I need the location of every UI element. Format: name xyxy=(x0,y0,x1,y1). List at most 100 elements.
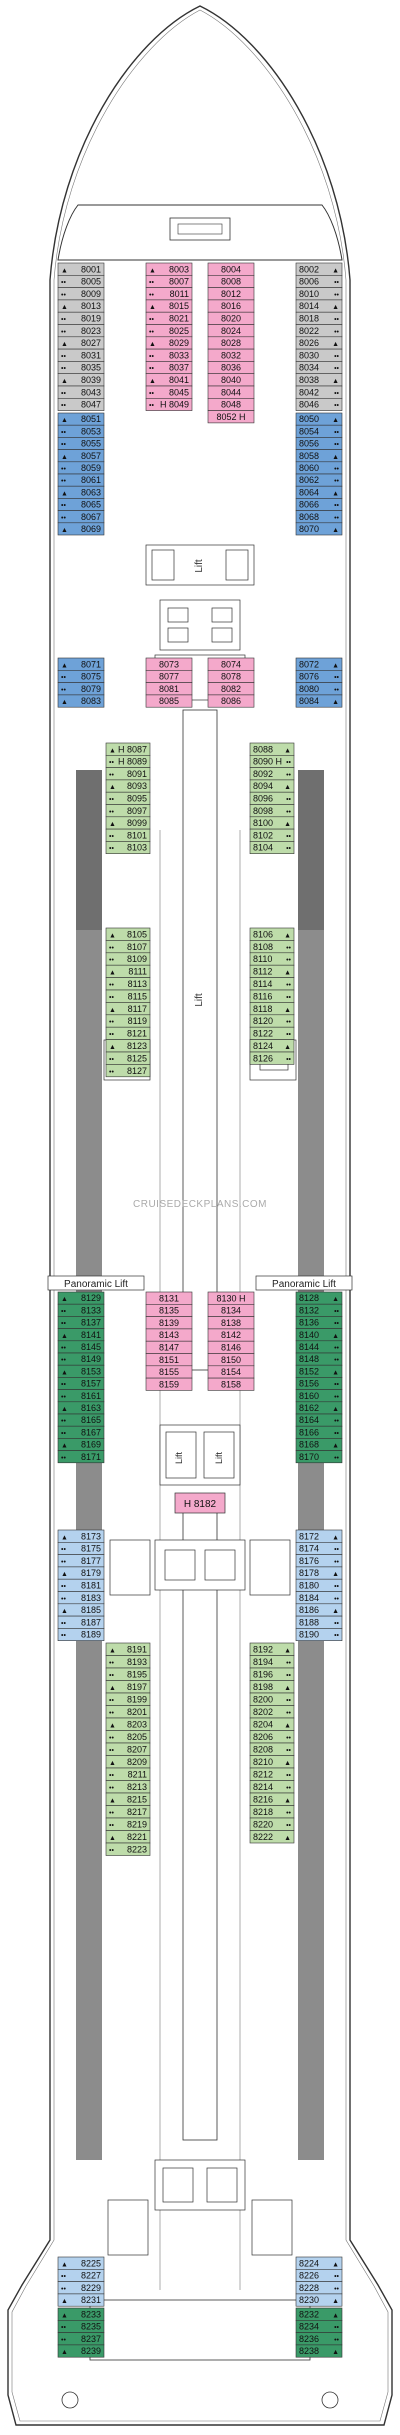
cabin-8086[interactable]: 8086 xyxy=(207,694,255,708)
cabin-8064[interactable]: ▲8064 xyxy=(295,485,343,499)
cabin-8117[interactable]: ▲8117 xyxy=(105,1002,151,1016)
cabin-8060[interactable]: ••8060 xyxy=(295,461,343,475)
cabin-8170[interactable]: ••8170 xyxy=(295,1450,343,1464)
cabin-8138[interactable]: 8138 xyxy=(207,1316,255,1330)
cabin-8016[interactable]: 8016 xyxy=(207,299,255,313)
cabin-8232[interactable]: ▲8232 xyxy=(295,2307,343,2321)
cabin-8206[interactable]: ••8206 xyxy=(249,1730,295,1744)
cabin-8070[interactable]: ▲8070 xyxy=(295,522,343,536)
cabin-8091[interactable]: ••8091 xyxy=(105,767,151,781)
cabin-8181[interactable]: ••8181 xyxy=(57,1578,105,1592)
cabin-8103[interactable]: ••8103 xyxy=(105,841,151,855)
cabin-8148[interactable]: ••8148 xyxy=(295,1352,343,1366)
cabin-8123[interactable]: ▲8123 xyxy=(105,1039,151,1053)
cabin-8125[interactable]: ••8125 xyxy=(105,1051,151,1065)
cabin-8223[interactable]: ••8223 xyxy=(105,1842,151,1856)
cabin-8088[interactable]: ▲8088 xyxy=(249,742,295,756)
cabin-8066[interactable]: ••8066 xyxy=(295,498,343,511)
cabin-8158[interactable]: 8158 xyxy=(207,1377,255,1391)
cabin-8023[interactable]: ••8023 xyxy=(57,324,105,338)
cabin-8175[interactable]: ••8175 xyxy=(57,1542,105,1555)
cabin-8065[interactable]: ••8065 xyxy=(57,498,105,511)
cabin-8097[interactable]: ••8097 xyxy=(105,804,151,818)
cabin-8026[interactable]: ▲8026 xyxy=(295,336,343,350)
cabin-8127[interactable]: ••8127 xyxy=(105,1064,151,1078)
cabin-8078[interactable]: 8078 xyxy=(207,669,255,683)
cabin-8172[interactable]: ▲8172 xyxy=(295,1529,343,1543)
cabin-8167[interactable]: ••8167 xyxy=(57,1425,105,1439)
cabin-8126[interactable]: ••8126 xyxy=(249,1051,295,1065)
cabin-8227[interactable]: ••8227 xyxy=(57,2269,105,2282)
cabin-8131[interactable]: 8131 xyxy=(145,1291,193,1305)
cabin-8110[interactable]: ••8110 xyxy=(249,952,295,966)
cabin-8174[interactable]: ••8174 xyxy=(295,1542,343,1555)
cabin-8176[interactable]: ••8176 xyxy=(295,1554,343,1568)
cabin-8005[interactable]: ••8005 xyxy=(57,274,105,288)
cabin-8185[interactable]: ▲8185 xyxy=(57,1603,105,1617)
cabin-8198[interactable]: ▲8198 xyxy=(249,1680,295,1694)
cabin-8050[interactable]: ▲8050 xyxy=(295,412,343,426)
cabin-8028[interactable]: 8028 xyxy=(207,336,255,350)
cabin-8179[interactable]: ▲8179 xyxy=(57,1566,105,1580)
cabin-8203[interactable]: ▲8203 xyxy=(105,1717,151,1731)
cabin-8059[interactable]: ••8059 xyxy=(57,461,105,475)
cabin-8224[interactable]: ▲8224 xyxy=(295,2256,343,2270)
cabin-8055[interactable]: ••8055 xyxy=(57,437,105,450)
cabin-8173[interactable]: ▲8173 xyxy=(57,1529,105,1543)
cabin-8156[interactable]: ••8156 xyxy=(295,1377,343,1390)
cabin-8011[interactable]: ••8011 xyxy=(145,287,193,301)
cabin-8019[interactable]: ••8019 xyxy=(57,311,105,325)
cabin-8084[interactable]: ▲8084 xyxy=(295,694,343,708)
cabin-8215[interactable]: ▲8215 xyxy=(105,1792,151,1806)
cabin-8104[interactable]: ••8104 xyxy=(249,841,295,855)
cabin-8149[interactable]: ••8149 xyxy=(57,1352,105,1366)
cabin-8238[interactable]: ▲8238 xyxy=(295,2344,343,2358)
cabin-8051[interactable]: ▲8051 xyxy=(57,412,105,426)
cabin-8134[interactable]: 8134 xyxy=(207,1304,255,1317)
cabin-8032[interactable]: 8032 xyxy=(207,348,255,362)
cabin-8062[interactable]: ••8062 xyxy=(295,473,343,487)
cabin-8219[interactable]: ••8219 xyxy=(105,1817,151,1831)
cabin-8212[interactable]: ••8212 xyxy=(249,1767,295,1781)
cabin-8001[interactable]: ▲8001 xyxy=(57,262,105,276)
cabin-8006[interactable]: ••8006 xyxy=(295,274,343,288)
cabin-8229[interactable]: ••8229 xyxy=(57,2281,105,2295)
cabin-8053[interactable]: ••8053 xyxy=(57,424,105,438)
cabin-8043[interactable]: ••8043 xyxy=(57,385,105,399)
cabin-h8182-box[interactable] xyxy=(174,1492,226,1514)
cabin-8190[interactable]: ••8190 xyxy=(295,1628,343,1642)
cabin-8160[interactable]: ••8160 xyxy=(295,1389,343,1403)
cabin-8161[interactable]: ••8161 xyxy=(57,1389,105,1403)
cabin-8068[interactable]: ••8068 xyxy=(295,510,343,524)
cabin-8109[interactable]: ••8109 xyxy=(105,952,151,966)
cabin-8030[interactable]: ••8030 xyxy=(295,348,343,362)
cabin-8057[interactable]: ▲8057 xyxy=(57,449,105,463)
cabin-8142[interactable]: 8142 xyxy=(207,1328,255,1342)
cabin-8200[interactable]: ••8200 xyxy=(249,1692,295,1706)
cabin-8171[interactable]: ••8171 xyxy=(57,1450,105,1464)
cabin-8143[interactable]: 8143 xyxy=(145,1328,193,1342)
cabin-8054[interactable]: ••8054 xyxy=(295,424,343,438)
cabin-8040[interactable]: 8040 xyxy=(207,373,255,387)
cabin-8178[interactable]: ▲8178 xyxy=(295,1566,343,1580)
cabin-8042[interactable]: ••8042 xyxy=(295,385,343,399)
cabin-8107[interactable]: ••8107 xyxy=(105,940,151,954)
cabin-8194[interactable]: ••8194 xyxy=(249,1655,295,1669)
cabin-8214[interactable]: ••8214 xyxy=(249,1780,295,1794)
cabin-8041[interactable]: ▲8041 xyxy=(145,373,193,387)
cabin-8151[interactable]: 8151 xyxy=(145,1353,193,1367)
cabin-8152[interactable]: ▲8152 xyxy=(295,1364,343,1378)
cabin-8012[interactable]: 8012 xyxy=(207,287,255,301)
cabin-8085[interactable]: 8085 xyxy=(145,694,193,708)
cabin-8236[interactable]: ••8236 xyxy=(295,2332,343,2346)
cabin-8207[interactable]: ••8207 xyxy=(105,1742,151,1756)
cabin-8144[interactable]: ••8144 xyxy=(295,1340,343,1354)
cabin-8010[interactable]: ••8010 xyxy=(295,287,343,301)
cabin-8013[interactable]: ▲8013 xyxy=(57,299,105,313)
cabin-8122[interactable]: ••8122 xyxy=(249,1026,295,1040)
cabin-8009[interactable]: ••8009 xyxy=(57,287,105,301)
cabin-h8087[interactable]: ▲H 8087 xyxy=(105,742,151,756)
cabin-8018[interactable]: ••8018 xyxy=(295,311,343,325)
cabin-h8089[interactable]: ••H 8089 xyxy=(105,754,151,768)
cabin-8074[interactable]: 8074 xyxy=(207,657,255,671)
